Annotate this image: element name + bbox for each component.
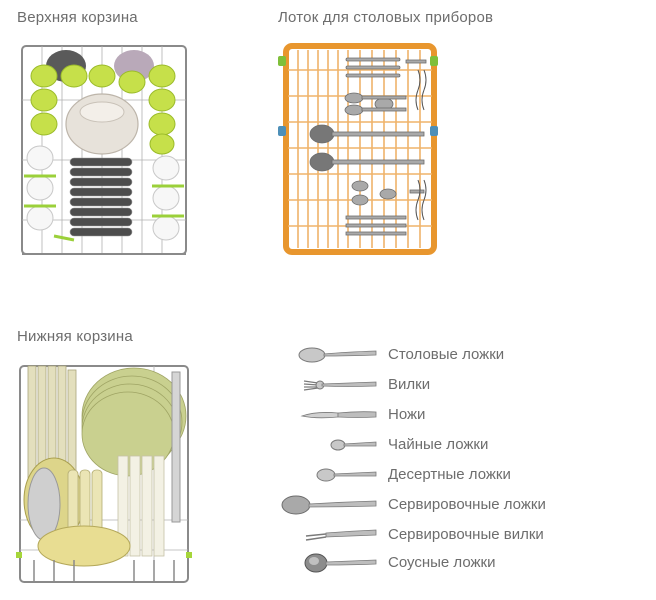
upper-basket-illustration: [14, 40, 194, 271]
legend-label: Ножи: [388, 406, 426, 423]
lower-basket-title: Нижняя корзина: [17, 328, 133, 345]
legend-label: Вилки: [388, 376, 431, 393]
legend-item-teaspoons: Чайные ложки: [276, 432, 616, 458]
serving-spoon-icon: [281, 495, 377, 515]
legend-item-knives: Ножи: [276, 402, 616, 428]
legend-label: Сервировочные ложки: [388, 496, 546, 513]
sauce-ladle-icon: [304, 553, 377, 573]
tablespoon-icon: [298, 347, 377, 363]
teaspoon-icon: [330, 439, 377, 451]
legend-item-sauce-ladles: Соусные ложки: [276, 550, 616, 576]
legend-item-forks: Вилки: [276, 372, 616, 398]
knife-icon: [300, 411, 377, 419]
legend-label: Соусные ложки: [388, 554, 496, 571]
legend-item-serving-forks: Сервировочные вилки: [276, 522, 616, 548]
legend-label: Десертные ложки: [388, 466, 511, 483]
serving-fork-icon: [305, 529, 377, 541]
legend-item-dessert-spoons: Десертные ложки: [276, 462, 616, 488]
legend-item-serving-spoons: Сервировочные ложки: [276, 492, 616, 518]
lower-basket-illustration: [14, 360, 194, 593]
legend-label: Сервировочные вилки: [388, 526, 544, 543]
dessert-spoon-icon: [316, 468, 377, 482]
fork-icon: [303, 380, 377, 391]
upper-basket-title: Верхняя корзина: [17, 9, 138, 26]
legend-item-tablespoons: Столовые ложки: [276, 342, 616, 368]
legend-label: Чайные ложки: [388, 436, 489, 453]
cutlery-tray-illustration: [276, 40, 440, 265]
cutlery-tray-title: Лоток для столовых приборов: [278, 9, 494, 26]
legend-label: Столовые ложки: [388, 346, 505, 363]
